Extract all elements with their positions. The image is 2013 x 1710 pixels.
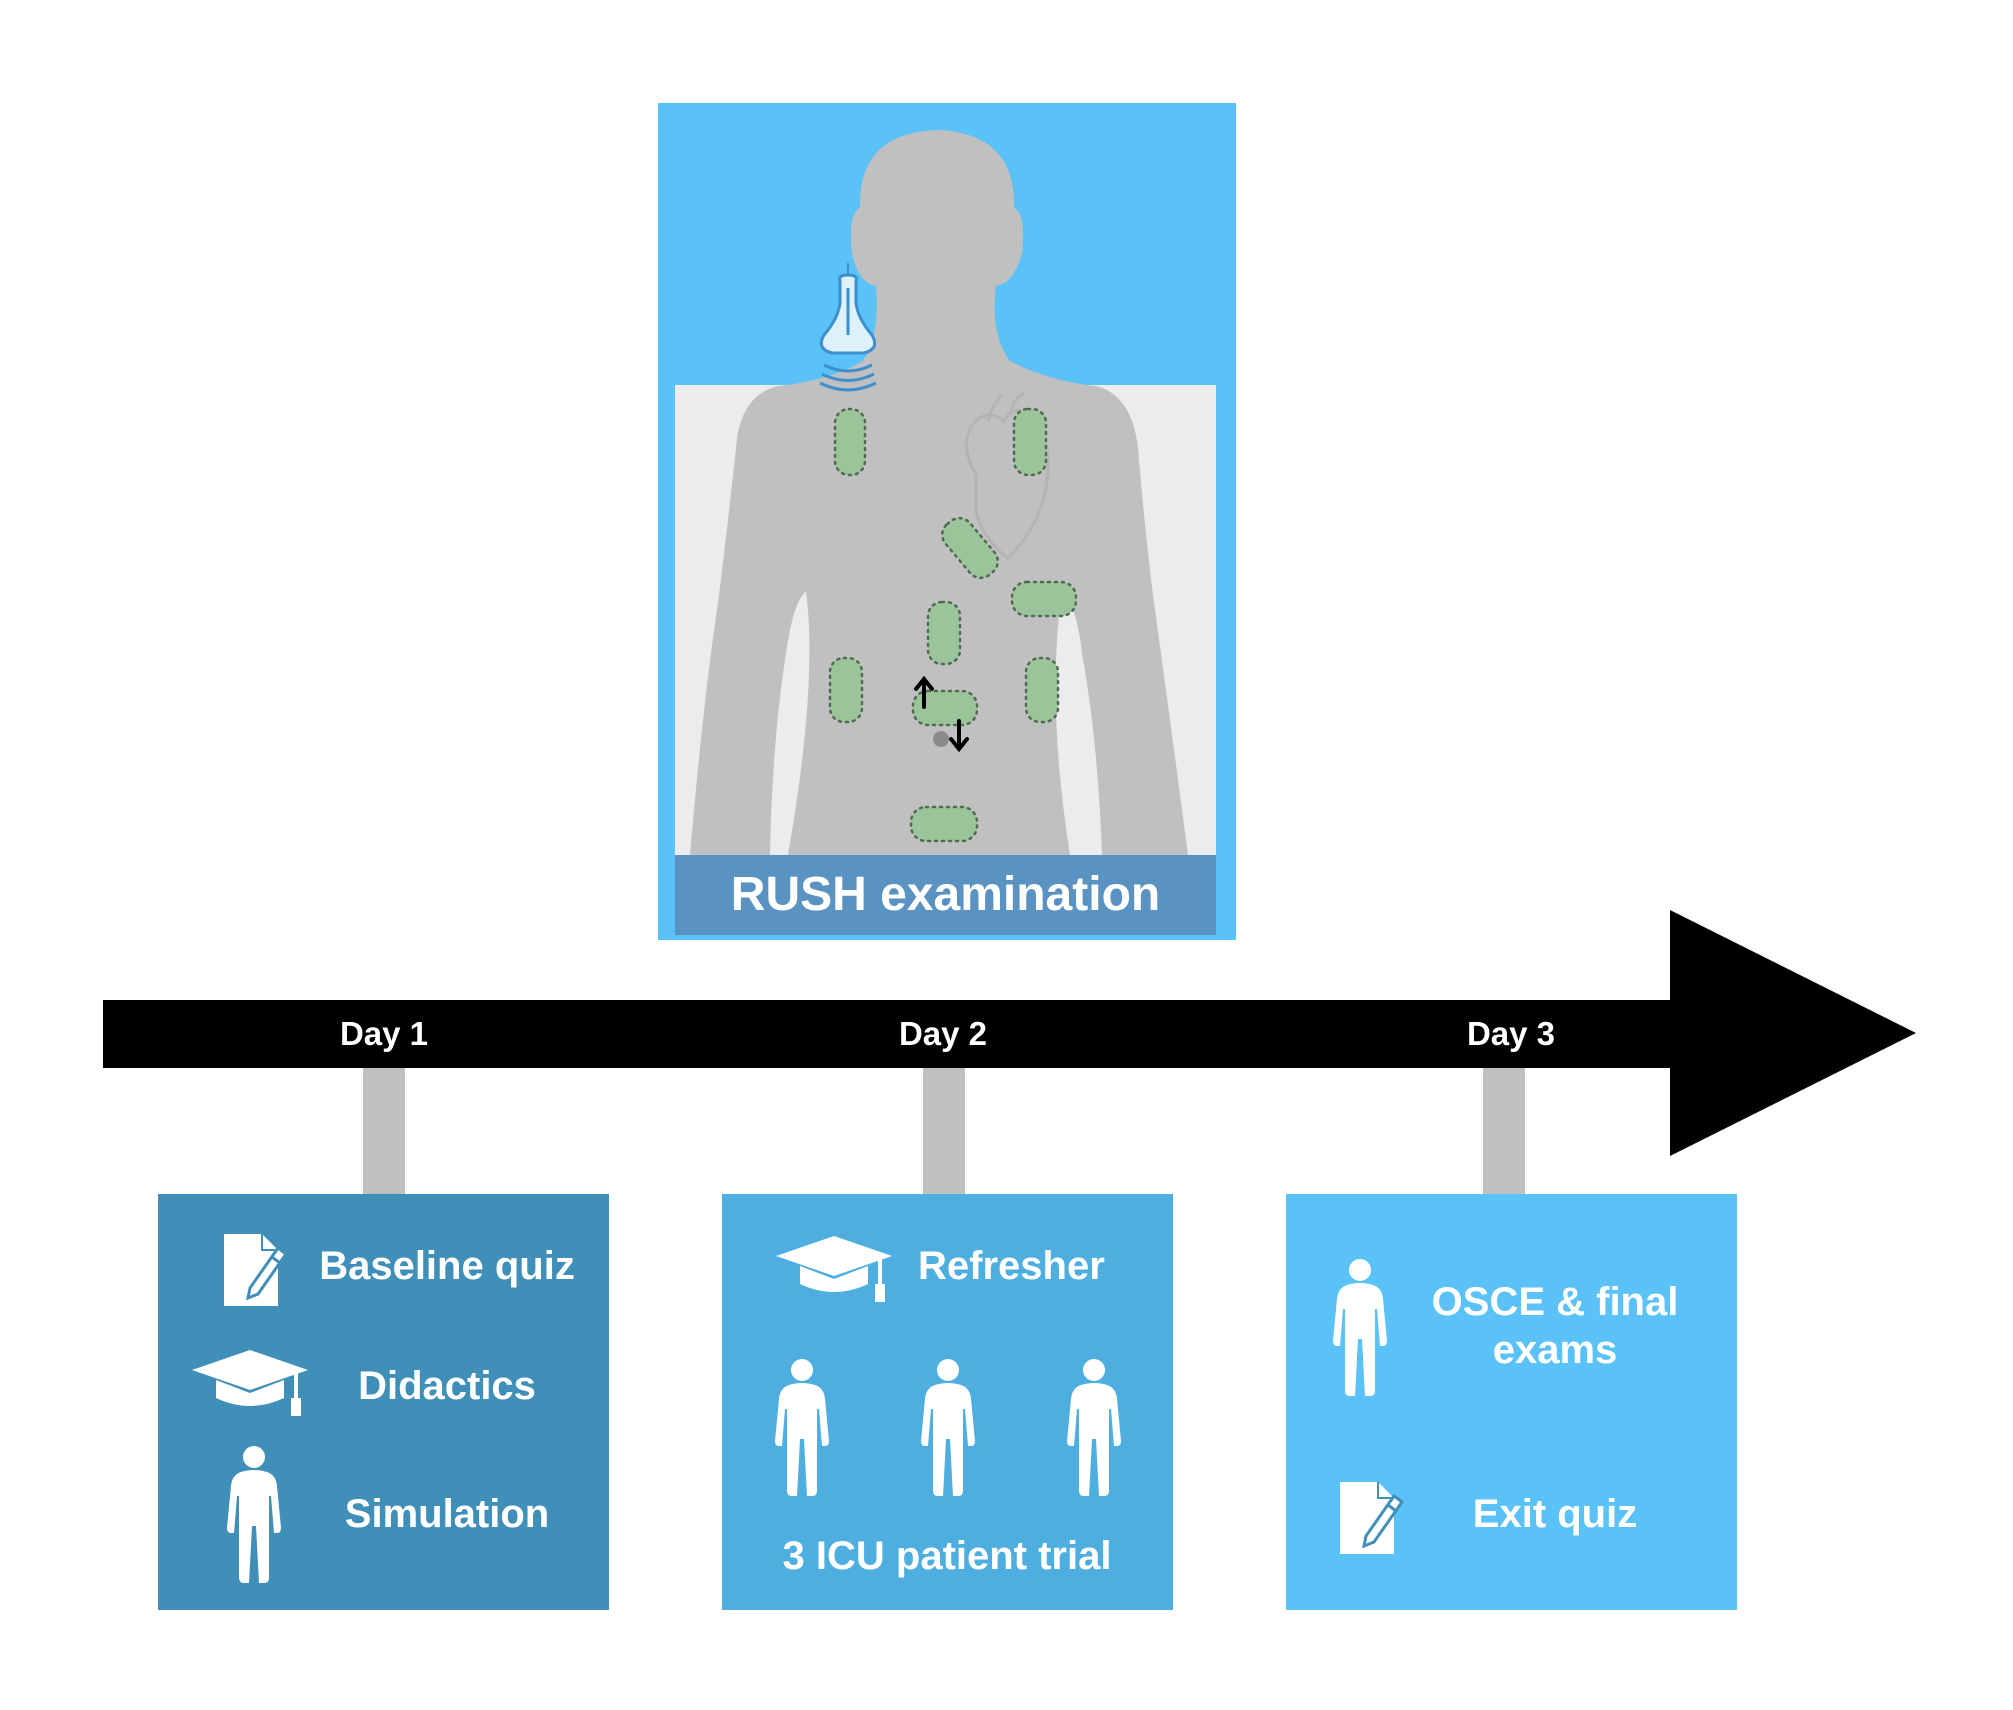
day3-exit-quiz: Exit quiz [1472,1492,1638,1536]
day3-card: OSCE & final exams Exit quiz [1286,1194,1737,1610]
graduation-cap-icon [774,1234,894,1304]
connector-day1 [363,1068,405,1194]
scan-zone-aorta [911,689,979,727]
rush-exam-panel: RUSH examination [658,103,1236,940]
quiz-icon [220,1230,290,1310]
person-icon [918,1357,978,1497]
arrow-down-icon [949,719,969,753]
day3-osce-line2: exams [1492,1328,1618,1372]
scan-zone-cardiac [941,516,999,580]
scan-zone-subxiphoid [1010,580,1078,618]
scan-zone-neck [833,407,867,477]
scan-zone-left-flank [828,656,864,724]
person-icon [224,1444,284,1584]
day-label-3: Day 3 [1466,1015,1556,1052]
quiz-icon [1336,1478,1406,1558]
day3-osce-line1: OSCE & final [1431,1280,1679,1324]
person-icon [1064,1357,1124,1497]
scan-zone-right-chest [1012,407,1048,477]
day-label-2: Day 2 [898,1015,988,1052]
scan-zone-right-flank [1024,656,1060,724]
day2-card: Refresher 3 ICU patient trial [722,1194,1173,1610]
scan-zone-epigastric [926,600,962,666]
graduation-cap-icon [190,1348,310,1418]
navel [933,731,949,747]
arrow-up-icon [914,675,934,709]
exam-title: RUSH examination [730,868,1161,921]
torso-silhouette [690,130,1188,855]
exam-title-bar: RUSH examination [675,855,1216,935]
day2-refresher: Refresher [918,1244,1105,1288]
day1-card: Baseline quiz Didactics Simulation [158,1194,609,1610]
scan-zone-pelvis [909,805,979,843]
ultrasound-probe-icon [819,263,877,392]
day2-patient-trial: 3 ICU patient trial [782,1534,1112,1578]
day-label-1: Day 1 [339,1015,429,1052]
rush-exam-illustration [675,130,1216,855]
person-icon [1330,1257,1390,1397]
day1-item-didactics: Didactics [358,1364,536,1408]
connector-day3 [1483,1068,1525,1194]
person-icon [772,1357,832,1497]
day1-item-baseline-quiz: Baseline quiz [319,1244,575,1288]
day1-item-simulation: Simulation [344,1492,550,1536]
connector-day2 [923,1068,965,1194]
